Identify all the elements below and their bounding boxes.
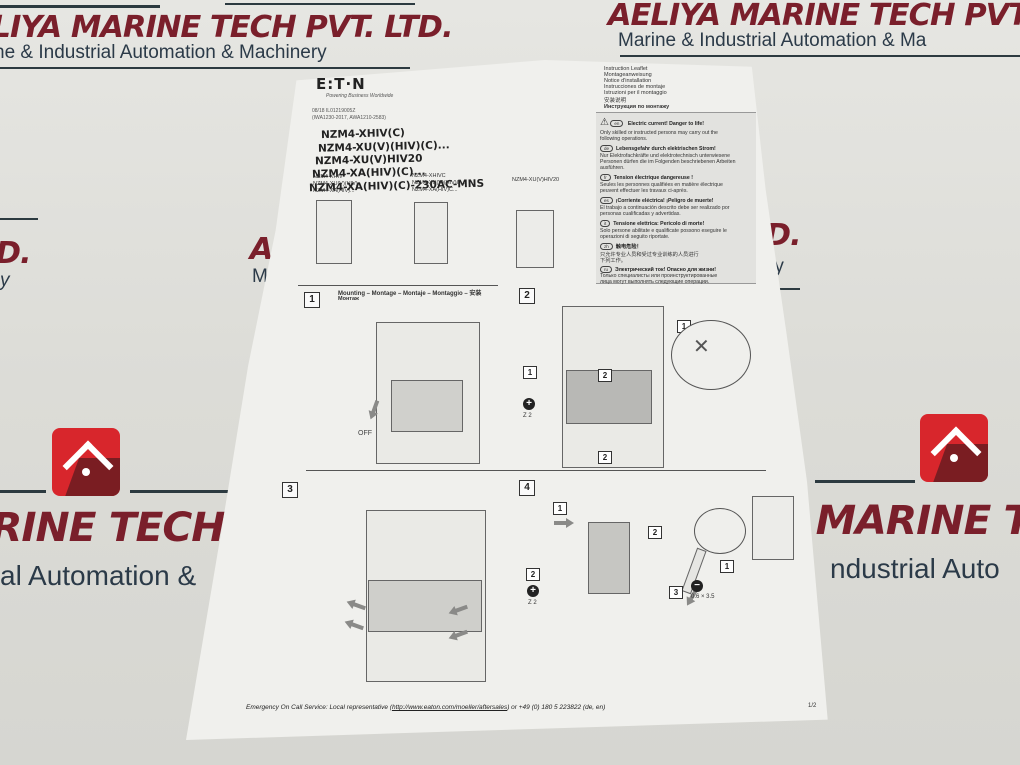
variant-label: NZM4-XA(HIV)... — [313, 188, 355, 194]
banner-rule — [770, 288, 800, 290]
safety-warning-box: ⚠ en Electric current! Danger to life! O… — [596, 112, 756, 285]
banner-company-name: MARINE TE — [815, 498, 1020, 544]
step-1-title-ru: Монтаж — [338, 296, 359, 302]
crossed-out-icon: ✕ — [693, 336, 710, 358]
instruction-leaflet: E:T·N Powering Business Worldwide 08/18 … — [186, 60, 856, 740]
variant-label: NZM4-XHIV — [313, 174, 343, 180]
banner-fragment: M — [252, 266, 268, 287]
step-number-3: 3 — [282, 482, 298, 498]
warning-triangle-icon: ⚠ — [600, 117, 609, 128]
screwdriver-size: Z 2 — [528, 600, 537, 606]
aftersales-link[interactable]: http://www.eaton.com/moeller/aftersales — [391, 704, 508, 711]
banner-rule — [620, 55, 1020, 57]
banner-company-name: LIYA MARINE TECH PVT. LTD. — [0, 10, 454, 45]
banner-rule — [815, 480, 915, 483]
variant-label: NZM4-XHIVC — [412, 173, 446, 179]
variant-label: NZM4-XA(HIV)C... — [412, 187, 458, 193]
step-number-2: 2 — [519, 288, 535, 304]
emergency-service-footer: Emergency On Call Service: Local represe… — [246, 704, 606, 711]
banner-fragment: D. — [0, 236, 32, 271]
eaton-logo: E:T·N — [316, 75, 366, 93]
model-name: NZM4-XHIV(C) — [320, 126, 406, 142]
variant-label: NZM4-XU(V)(HIV) — [313, 181, 358, 187]
eaton-tagline: Powering Business Worldwide — [326, 93, 394, 99]
banner-fragment: A — [249, 232, 274, 267]
banner-rule — [0, 490, 46, 493]
phillips-screwdriver-icon: + — [527, 585, 539, 597]
screwdriver-size: Z 2 — [523, 413, 532, 419]
page-number: 1/2 — [808, 703, 817, 709]
banner-rule — [0, 5, 160, 8]
release-module-drawing — [516, 210, 554, 268]
callout-1: 1 — [720, 560, 734, 573]
release-module-drawing — [588, 522, 630, 594]
variant-label: NZM4-XU(V)HIV20 — [512, 177, 560, 183]
step-number-4: 4 — [519, 480, 535, 496]
banner-fragment: y — [0, 270, 10, 291]
callout-2: 2 — [598, 451, 612, 464]
flat-screwdriver-size: 0.6 × 3.5 — [691, 594, 715, 600]
company-logo-icon — [920, 414, 988, 482]
banner-rule — [0, 67, 410, 69]
doc-number: 08/18 IL01219005Z — [312, 108, 356, 114]
flat-screwdriver-icon: − — [691, 580, 703, 592]
step-number-1: 1 — [304, 292, 320, 308]
off-label: OFF — [358, 430, 372, 437]
doc-type-list: Instruction Leaflet Montageanweisung Not… — [604, 66, 670, 110]
breaker-cover — [391, 380, 463, 432]
callout-1: 1 — [553, 502, 567, 515]
banner-company-name: AELIYA MARINE TECH PVT. — [607, 0, 1020, 33]
release-module-drawing — [414, 202, 448, 264]
company-logo-icon — [52, 428, 120, 496]
banner-tagline: Marine & Industrial Automation & Ma — [618, 30, 927, 51]
step-1-title: Mounting – Montage – Montaje – Montaggio… — [338, 291, 482, 297]
banner-rule — [130, 490, 240, 493]
detail-magnifier — [671, 320, 751, 390]
banner-tagline: ndustrial Auto — [830, 553, 1000, 584]
variant-label: NZM4-XU(V)(HIV)C... — [412, 180, 466, 186]
banner-rule — [225, 3, 415, 5]
callout-2: 2 — [526, 568, 540, 581]
banner-rule — [0, 218, 38, 220]
section-divider — [306, 470, 766, 471]
callout-3: 3 — [669, 586, 683, 599]
doc-standards: (IWA1230-2017, AWA1210-2583) — [312, 115, 386, 121]
callout-2: 2 — [648, 526, 662, 539]
release-module-drawing — [316, 200, 352, 264]
callout-1: 1 — [523, 366, 537, 379]
section-divider — [298, 285, 498, 286]
breaker-open-chamber — [368, 580, 482, 632]
detail-magnifier — [694, 508, 746, 554]
banner-tagline: al Automation & — [0, 560, 197, 591]
insert-arrow-icon — [554, 518, 574, 528]
callout-2: 2 — [598, 369, 612, 382]
phillips-screwdriver-icon: + — [523, 398, 535, 410]
release-module-drawing — [752, 496, 794, 560]
banner-tagline: ne & Industrial Automation & Machinery — [0, 42, 327, 63]
